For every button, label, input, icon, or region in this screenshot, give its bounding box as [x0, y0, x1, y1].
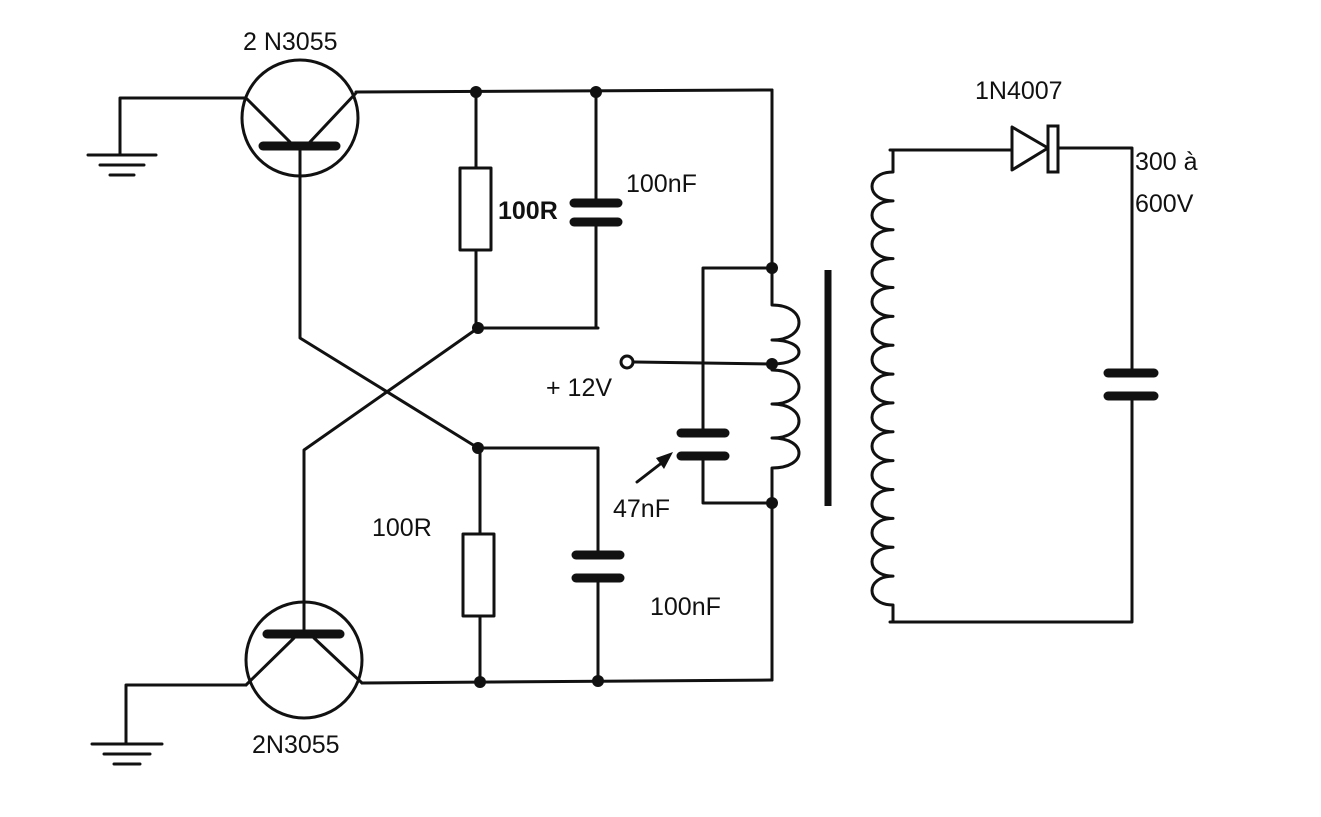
output-wiring	[888, 146, 1134, 624]
c1-label: 100nF	[626, 170, 697, 198]
junction-dots	[470, 86, 778, 688]
primary-winding	[770, 266, 801, 505]
capacitor-c3	[676, 266, 774, 505]
top-rail	[354, 88, 774, 270]
q1-label: 2 N3055	[243, 28, 338, 56]
capacitor-output	[1103, 368, 1159, 401]
ground-symbol-top	[86, 96, 248, 177]
capacitor-c1	[569, 90, 623, 330]
supply-label: + 12V	[546, 374, 612, 402]
d1-label: 1N4007	[975, 77, 1063, 105]
bottom-rail	[360, 501, 774, 685]
output-voltage-line1: 300 à	[1135, 148, 1198, 176]
cross-coupling-wires	[298, 174, 600, 604]
output-voltage-line2: 600V	[1135, 190, 1194, 218]
supply-terminal	[619, 354, 774, 370]
c3-label: 47nF	[613, 495, 670, 523]
resistor-r2	[461, 446, 496, 684]
ground-symbol-bottom	[90, 683, 248, 766]
secondary-winding	[870, 148, 895, 624]
diode-d1	[1010, 124, 1060, 174]
resistor-r1	[458, 90, 493, 330]
q2-label: 2N3055	[252, 731, 340, 759]
capacitor-c2	[571, 446, 625, 683]
r1-label: 100R	[498, 197, 558, 225]
pointer-arrow	[635, 452, 673, 484]
r2-label: 100R	[372, 514, 432, 542]
transistor-q1	[240, 58, 360, 178]
transistor-q2	[244, 600, 364, 720]
c2-label: 100nF	[650, 593, 721, 621]
